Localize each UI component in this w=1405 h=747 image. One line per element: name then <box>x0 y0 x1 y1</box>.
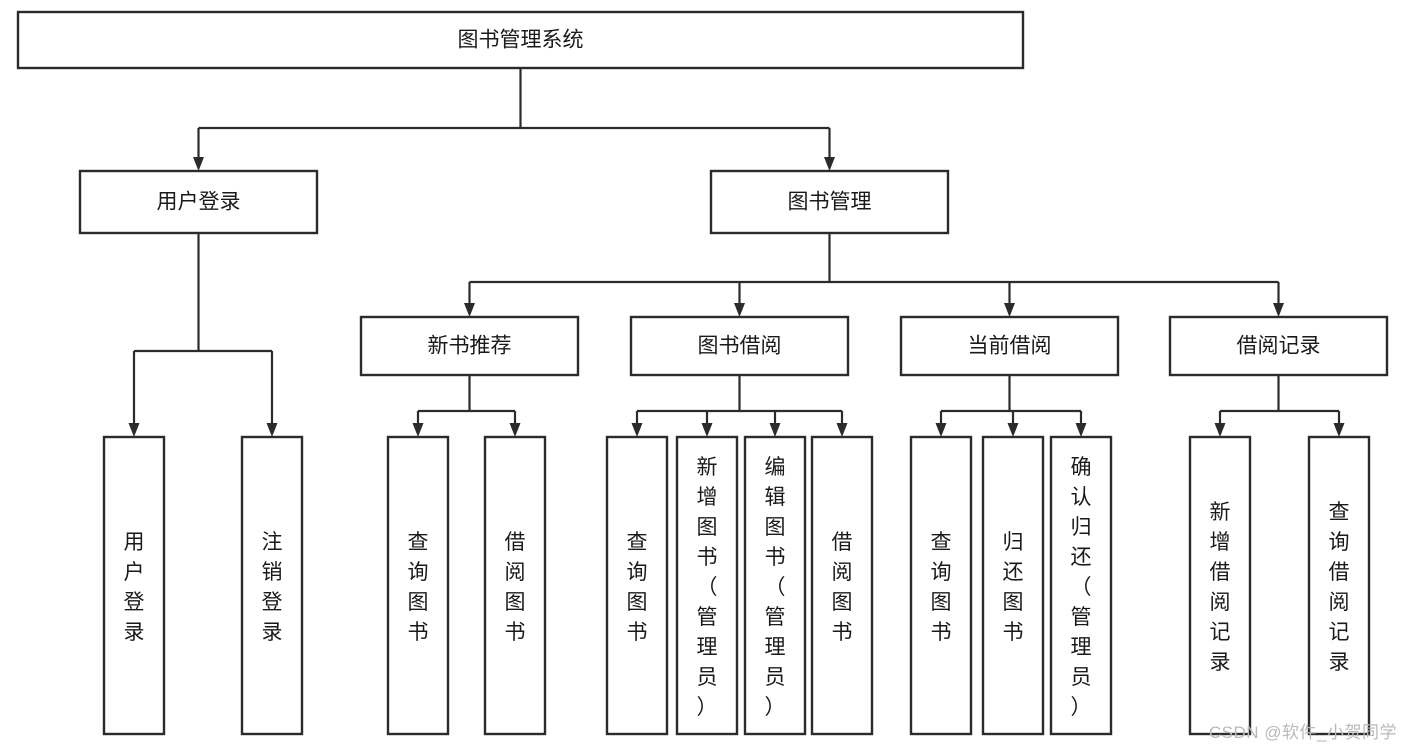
arrow-head-icon <box>266 423 278 437</box>
arrow-head-icon <box>769 423 781 437</box>
node-leaf-13[interactable]: 查询借阅记录 <box>1307 435 1371 736</box>
node-box[interactable] <box>1188 435 1252 736</box>
node-label: 用户登录 <box>124 531 145 644</box>
arrow-head-icon <box>1007 423 1019 437</box>
arrow-head-icon <box>824 157 835 171</box>
node-leaf-1[interactable]: 用户登录 <box>102 435 166 736</box>
arrow-head-icon <box>935 423 947 437</box>
node-label: 查询借阅记录 <box>1329 501 1350 674</box>
node-box[interactable] <box>102 435 166 736</box>
arrow-head-icon <box>193 157 204 171</box>
node-leaf-6[interactable]: 新增图书（管理员） <box>675 435 739 736</box>
arrow-head-icon <box>1333 423 1345 437</box>
node-box[interactable] <box>1049 435 1113 736</box>
arrow-head-icon <box>836 423 848 437</box>
node-leaf-2[interactable]: 注销登录 <box>240 435 304 736</box>
node-label: 归还图书 <box>1003 531 1024 644</box>
node-current[interactable]: 当前借阅 <box>899 315 1120 377</box>
arrow-head-icon <box>1273 303 1284 317</box>
node-leaf-11[interactable]: 确认归还（管理员） <box>1049 435 1113 736</box>
node-box[interactable] <box>386 435 450 736</box>
node-leaf-10[interactable]: 归还图书 <box>981 435 1045 736</box>
node-borrow[interactable]: 图书借阅 <box>629 315 850 377</box>
node-label: 查询图书 <box>931 531 952 644</box>
node-label: 注销登录 <box>262 531 283 644</box>
node-label: 借阅记录 <box>1237 335 1321 358</box>
node-label: 借阅图书 <box>505 531 526 644</box>
node-label: 新增借阅记录 <box>1210 501 1231 674</box>
node-records[interactable]: 借阅记录 <box>1168 315 1389 377</box>
node-box[interactable] <box>1307 435 1371 736</box>
node-box[interactable] <box>78 169 319 235</box>
node-box[interactable] <box>743 435 807 736</box>
arrow-head-icon <box>1214 423 1226 437</box>
node-label: 借阅图书 <box>832 531 853 644</box>
arrow-head-icon <box>1075 423 1087 437</box>
node-label: 图书管理 <box>788 191 872 214</box>
node-layer: 图书管理系统用户登录图书管理新书推荐图书借阅当前借阅借阅记录用户登录注销登录查询… <box>16 10 1389 736</box>
node-leaf-9[interactable]: 查询图书 <box>909 435 973 736</box>
node-leaf-8[interactable]: 借阅图书 <box>810 435 874 736</box>
arrow-head-icon <box>509 423 521 437</box>
arrow-head-icon <box>701 423 713 437</box>
node-label: 图书借阅 <box>698 335 782 358</box>
node-box[interactable] <box>629 315 850 377</box>
arrow-head-icon <box>631 423 643 437</box>
node-label: 编辑图书（管理员） <box>765 456 786 719</box>
node-box[interactable] <box>810 435 874 736</box>
csdn-watermark: CSDN @软件_小贺同学 <box>1208 723 1397 742</box>
arrow-head-icon <box>128 423 140 437</box>
node-root[interactable]: 图书管理系统 <box>16 10 1025 70</box>
node-box[interactable] <box>909 435 973 736</box>
node-leaf-5[interactable]: 查询图书 <box>605 435 669 736</box>
node-box[interactable] <box>483 435 547 736</box>
node-leaf-3[interactable]: 查询图书 <box>386 435 450 736</box>
node-label: 图书管理系统 <box>458 29 584 52</box>
node-label: 查询图书 <box>408 531 429 644</box>
arrow-head-icon <box>412 423 424 437</box>
node-label: 当前借阅 <box>968 335 1052 358</box>
node-label: 查询图书 <box>627 531 648 644</box>
arrow-head-icon <box>464 303 475 317</box>
node-box[interactable] <box>899 315 1120 377</box>
connector-layer <box>128 68 1345 437</box>
node-bookmgmt[interactable]: 图书管理 <box>709 169 950 235</box>
arrow-head-icon <box>734 303 745 317</box>
node-box[interactable] <box>675 435 739 736</box>
node-box[interactable] <box>359 315 580 377</box>
node-leaf-7[interactable]: 编辑图书（管理员） <box>743 435 807 736</box>
node-label: 新书推荐 <box>428 335 512 358</box>
node-newbook[interactable]: 新书推荐 <box>359 315 580 377</box>
node-label: 新增图书（管理员） <box>697 456 718 719</box>
arrow-head-icon <box>1004 303 1015 317</box>
node-box[interactable] <box>605 435 669 736</box>
node-login[interactable]: 用户登录 <box>78 169 319 235</box>
node-leaf-12[interactable]: 新增借阅记录 <box>1188 435 1252 736</box>
node-label: 确认归还（管理员） <box>1071 456 1092 719</box>
node-box[interactable] <box>16 10 1025 70</box>
node-leaf-4[interactable]: 借阅图书 <box>483 435 547 736</box>
node-box[interactable] <box>981 435 1045 736</box>
node-box[interactable] <box>1168 315 1389 377</box>
node-label: 用户登录 <box>157 191 241 214</box>
node-box[interactable] <box>240 435 304 736</box>
node-box[interactable] <box>709 169 950 235</box>
